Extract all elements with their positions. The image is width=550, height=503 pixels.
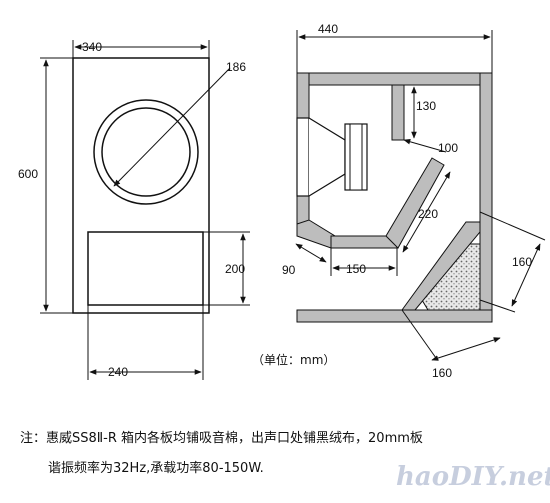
dim-160-right-label: 160 xyxy=(512,255,532,269)
inner-panel-90 xyxy=(296,219,336,249)
port-ramp xyxy=(401,221,481,311)
unit-note: （单位：mm） xyxy=(252,353,336,367)
front-view: 340 600 186 200 240 xyxy=(18,40,250,380)
port-height-label: 200 xyxy=(225,262,245,276)
side-depth-label: 440 xyxy=(318,22,338,36)
woofer-frame xyxy=(296,117,310,197)
dim-160-right-line xyxy=(511,243,541,307)
front-width-label: 340 xyxy=(82,40,102,54)
woofer-diameter-line xyxy=(113,67,231,187)
dim-90-line xyxy=(295,243,327,263)
woofer-cutout-inner xyxy=(101,107,191,197)
dim-90-label: 90 xyxy=(282,263,296,277)
side-view: 440 130 100 220 90 150 160 160 xyxy=(282,22,546,380)
top-panel xyxy=(296,72,493,86)
note-line-2: 谐振频率为32Hz,承载功率80-150W. xyxy=(48,461,264,476)
dim-160-bottom-label: 160 xyxy=(432,366,452,380)
front-baffle-upper xyxy=(296,72,310,119)
inner-panel-130 xyxy=(391,84,405,141)
woofer-cone xyxy=(308,117,346,197)
dim-100-label: 100 xyxy=(438,141,458,155)
dim-220-line xyxy=(402,171,451,253)
dim-150-label: 150 xyxy=(346,262,366,276)
note-line-1: 注：惠威SS8Ⅱ-R 箱内各板均铺吸音棉，出声口处铺黑绒布，20mm板 xyxy=(20,431,423,446)
dim-100-line xyxy=(403,139,447,153)
woofer-diameter-label: 186 xyxy=(226,60,246,74)
dim-130-label: 130 xyxy=(416,99,436,113)
front-height-label: 600 xyxy=(18,167,38,181)
dim-220-label: 220 xyxy=(418,207,438,221)
bottom-panel xyxy=(296,309,493,323)
port-width-label: 240 xyxy=(108,365,128,379)
site-watermark: haoDIY.net xyxy=(396,462,550,492)
dim-160-bottom-line xyxy=(431,337,501,361)
inner-panel-220 xyxy=(385,157,445,249)
woofer-pole xyxy=(349,123,363,191)
back-panel xyxy=(479,72,493,323)
port-opening xyxy=(87,231,204,306)
